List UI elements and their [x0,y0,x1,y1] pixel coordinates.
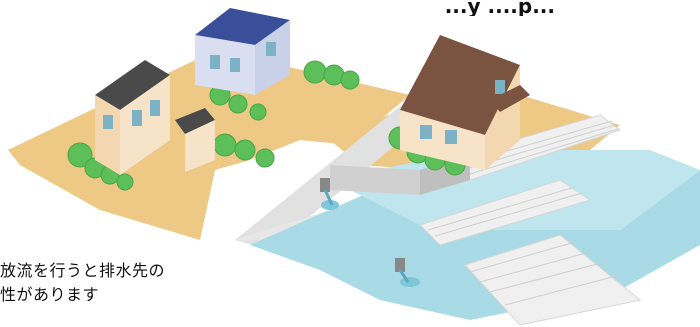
top-cropped-text: ...y ....p... [444,0,555,16]
embankment [419,114,642,326]
trees-top-right [303,60,360,90]
drain-outlet-1 [320,178,339,210]
retaining-wall [330,165,420,195]
caption-line-2: 性があります [0,285,100,304]
house-left [95,60,215,175]
drain-outlet-2 [395,258,420,287]
house-top [195,8,290,95]
caption-line-1: 放流を行うと排水先の [0,261,166,280]
house-right [400,35,530,170]
